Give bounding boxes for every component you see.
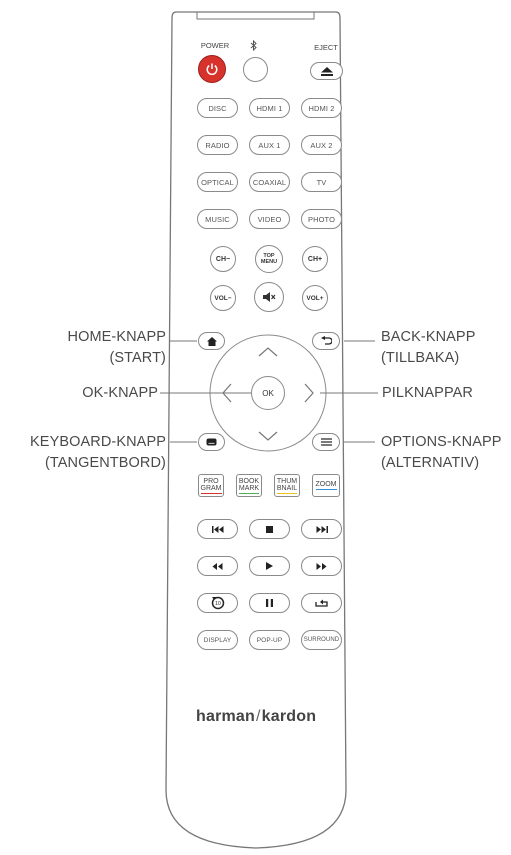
play-icon: [266, 562, 273, 570]
ch-plus-button[interactable]: CH+: [302, 246, 328, 272]
bluetooth-label-icon: [245, 39, 263, 53]
down-arrow-icon: [258, 431, 278, 441]
bluetooth-button[interactable]: [243, 57, 268, 82]
back-icon: [320, 336, 332, 345]
pause-icon: [266, 599, 273, 607]
options-callout: OPTIONS-KNAPP(ALTERNATIV): [381, 434, 502, 471]
down-arrow-button[interactable]: [252, 425, 284, 447]
next-icon: [316, 525, 328, 533]
left-arrow-button[interactable]: [215, 378, 239, 408]
replay-10-icon: 10: [211, 596, 224, 610]
vol-minus-button[interactable]: VOL−: [210, 285, 236, 311]
zoom-button[interactable]: ZOOM: [312, 474, 340, 497]
power-label: POWER: [200, 41, 230, 50]
stop-button[interactable]: [249, 519, 290, 539]
rewind-button[interactable]: [197, 556, 238, 576]
popup-button[interactable]: POP-UP: [249, 630, 290, 650]
rewind-icon: [212, 562, 223, 570]
eject-button[interactable]: [310, 62, 343, 80]
power-icon: [206, 63, 218, 76]
home-callout: HOME-KNAPP(START): [67, 329, 166, 366]
repeat-button[interactable]: [301, 593, 342, 613]
display-button[interactable]: DISPLAY: [197, 630, 238, 650]
radio-button[interactable]: RADIO: [197, 135, 238, 155]
fast-forward-button[interactable]: [301, 556, 342, 576]
disc-button[interactable]: DISC: [197, 98, 238, 118]
brand-logo: harman/kardon: [196, 708, 317, 725]
hdmi1-button[interactable]: HDMI 1: [249, 98, 290, 118]
replay-button[interactable]: 10: [197, 593, 238, 613]
previous-button[interactable]: [197, 519, 238, 539]
vol-plus-button[interactable]: VOL+: [302, 285, 328, 311]
optical-button[interactable]: OPTICAL: [197, 172, 238, 192]
right-arrow-button[interactable]: [297, 378, 321, 408]
keyboard-icon: [206, 438, 217, 446]
options-button[interactable]: [312, 433, 340, 451]
options-icon: [320, 438, 332, 446]
next-button[interactable]: [301, 519, 342, 539]
eject-icon: [320, 66, 333, 76]
surround-button[interactable]: SURROUND: [301, 630, 342, 650]
mute-icon: [263, 292, 276, 302]
music-button[interactable]: MUSIC: [197, 209, 238, 229]
hdmi2-button[interactable]: HDMI 2: [301, 98, 342, 118]
aux2-button[interactable]: AUX 2: [301, 135, 342, 155]
video-button[interactable]: VIDEO: [249, 209, 290, 229]
previous-icon: [211, 525, 223, 533]
left-arrow-icon: [222, 383, 232, 403]
stop-icon: [266, 525, 273, 533]
aux1-button[interactable]: AUX 1: [249, 135, 290, 155]
arrows-callout: PILKNAPPAR: [382, 385, 473, 401]
play-button[interactable]: [249, 556, 290, 576]
fast-forward-icon: [316, 562, 327, 570]
up-arrow-icon: [258, 347, 278, 357]
tv-button[interactable]: TV: [301, 172, 342, 192]
power-button[interactable]: [198, 55, 226, 83]
keyboard-callout: KEYBOARD-KNAPP(TANGENTBORD): [30, 434, 166, 471]
mute-button[interactable]: [254, 282, 284, 312]
back-callout: BACK-KNAPP(TILLBAKA): [381, 329, 476, 366]
home-button[interactable]: [198, 332, 225, 350]
coaxial-button[interactable]: COAXIAL: [249, 172, 290, 192]
home-icon: [206, 336, 217, 346]
repeat-icon: [315, 599, 328, 607]
up-arrow-button[interactable]: [252, 340, 284, 362]
svg-text:10: 10: [215, 601, 221, 607]
ch-minus-button[interactable]: CH−: [210, 246, 236, 272]
keyboard-button[interactable]: [198, 433, 225, 451]
pause-button[interactable]: [249, 593, 290, 613]
ir-window: [196, 12, 315, 20]
photo-button[interactable]: PHOTO: [301, 209, 342, 229]
ok-callout: OK-KNAPP: [82, 385, 158, 401]
back-button[interactable]: [312, 332, 340, 350]
eject-label: EJECT: [314, 43, 338, 52]
right-arrow-icon: [304, 383, 314, 403]
ok-button[interactable]: OK: [251, 376, 285, 410]
